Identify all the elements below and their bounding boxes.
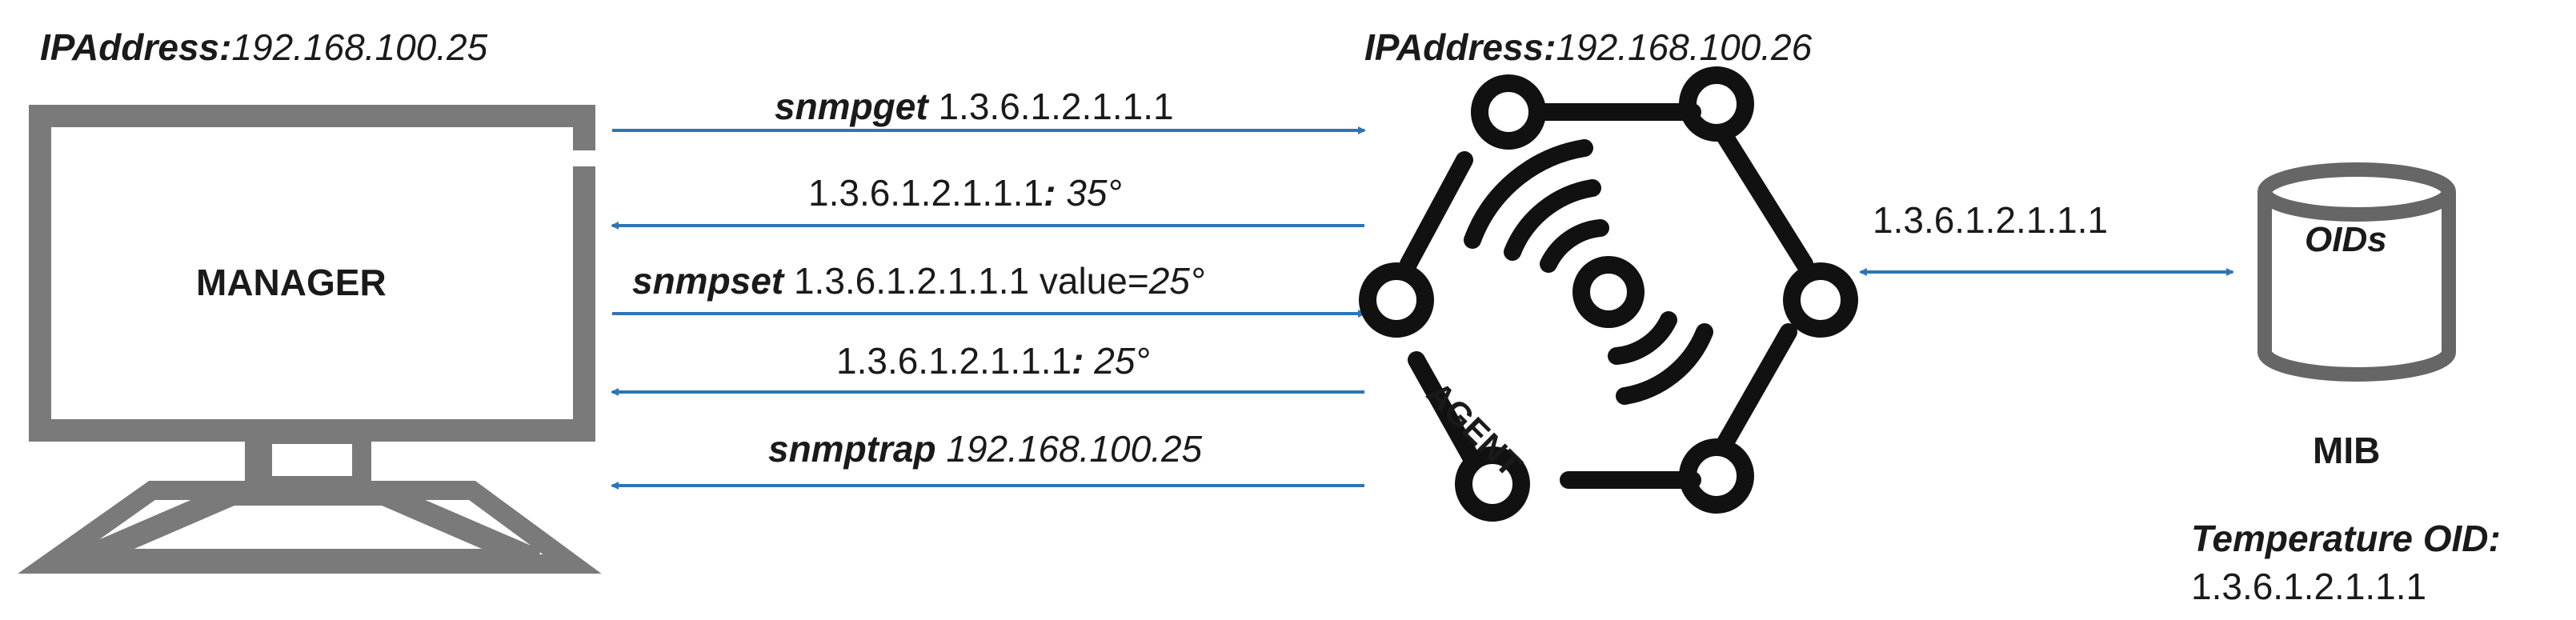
message-response-35-oid: 1.3.6.1.2.1.1.1 [808, 172, 1044, 214]
message-response-35: 1.3.6.1.2.1.1.1: 35° [808, 174, 1122, 211]
message-snmpset-cmd: snmpset [632, 260, 784, 302]
message-response-35-sep: : [1044, 172, 1056, 214]
manager-ip: IPAddress:192.168.100.25 [40, 29, 487, 66]
message-response-25: 1.3.6.1.2.1.1.1: 25° [836, 342, 1150, 379]
wireless-signal-icon [1464, 139, 1713, 405]
message-response-25-sep: : [1072, 340, 1084, 382]
monitor-base [18, 481, 602, 574]
message-snmpget: snmpget 1.3.6.1.2.1.1.1 [775, 88, 1174, 125]
agent-ip-value: 192.168.100.26 [1556, 26, 1813, 68]
mib-link-oid: 1.3.6.1.2.1.1.1 [1873, 199, 2109, 241]
message-response-25-value: 25° [1084, 340, 1150, 382]
message-snmpset: snmpset 1.3.6.1.2.1.1.1 value=25° [632, 262, 1204, 299]
manager-ip-prefix: IPAddress: [40, 26, 232, 68]
manager-label: MANAGER [196, 262, 387, 303]
database-icon [2258, 162, 2456, 382]
message-snmpget-oid: 1.3.6.1.2.1.1.1 [927, 86, 1174, 127]
message-response-35-value: 35° [1056, 172, 1122, 214]
message-snmpset-oid: 1.3.6.1.2.1.1.1 value= [783, 260, 1149, 302]
message-snmpget-cmd: snmpget [775, 86, 928, 127]
message-response-25-oid: 1.3.6.1.2.1.1.1 [836, 340, 1072, 382]
message-snmptrap: snmptrap 192.168.100.25 [768, 430, 1202, 467]
agent-ip-prefix: IPAddress: [1364, 26, 1556, 68]
temperature-oid-title: Temperature OID: [2191, 518, 2501, 559]
monitor-stand [256, 428, 368, 492]
message-snmptrap-ip: 192.168.100.25 [935, 428, 1203, 470]
mib-label: MIB [2313, 430, 2381, 471]
temperature-oid-value: 1.3.6.1.2.1.1.1 [2191, 566, 2427, 607]
message-snmptrap-cmd: snmptrap [768, 428, 936, 470]
manager-ip-value: 192.168.100.25 [231, 26, 488, 68]
database-label: OIDs [2305, 220, 2387, 259]
message-snmpset-value: 25° [1148, 260, 1205, 302]
agent-ip: IPAddress:192.168.100.26 [1364, 29, 1812, 66]
message-arrows [611, 126, 2234, 490]
agent-network-icon [1359, 66, 1858, 522]
